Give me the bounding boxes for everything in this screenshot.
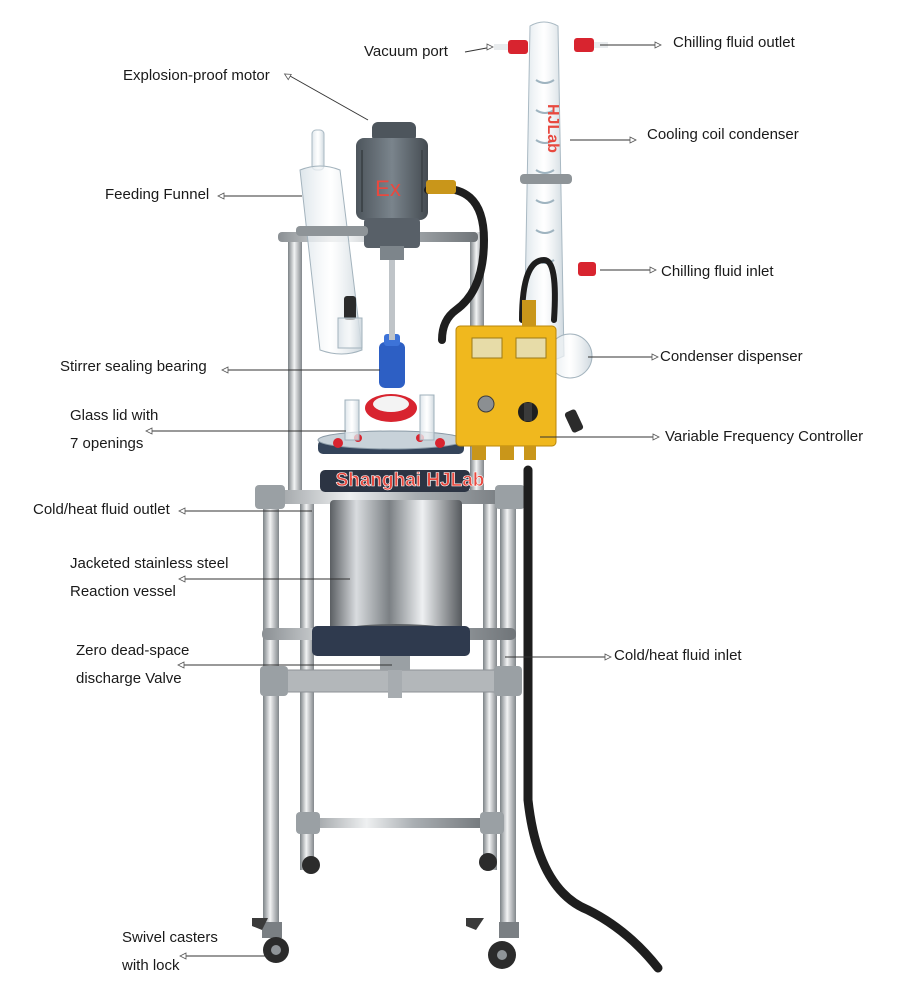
watermark-text: Shanghai HJLab [336, 470, 485, 491]
hoses [424, 184, 663, 973]
label-reaction-vessel-line2: Reaction vessel [70, 583, 176, 600]
label-discharge-valve-line1: Zero dead-space [76, 642, 190, 659]
label-discharge-valve: Zero dead-space discharge Valve [76, 637, 189, 693]
label-cold-heat-fluid-outlet: Cold/heat fluid outlet [33, 501, 170, 518]
label-swivel-casters: Swivel casters with lock [122, 924, 218, 980]
glass-lid-openings [344, 394, 435, 441]
label-glass-lid-line2: 7 openings [70, 435, 144, 452]
ex-mark: Ex [375, 176, 401, 201]
label-reaction-vessel: Jacketed stainless steel Reaction vessel [70, 550, 228, 606]
stirrer-sealing-bearing [379, 250, 405, 388]
label-glass-lid: Glass lid with 7 openings [70, 402, 158, 458]
label-vacuum-port: Vacuum port [364, 43, 448, 60]
label-glass-lid-line1: Glass lid with [70, 407, 159, 424]
label-swivel-casters-line1: Swivel casters [122, 929, 218, 946]
leader-lines [152, 44, 655, 957]
label-variable-frequency-controller: Variable Frequency Controller [665, 428, 864, 445]
label-discharge-valve-line2: discharge Valve [76, 670, 182, 687]
variable-frequency-controller [426, 180, 557, 460]
label-cold-heat-fluid-inlet: Cold/heat fluid inlet [614, 647, 742, 664]
label-stirrer-sealing-bearing: Stirrer sealing bearing [60, 358, 207, 375]
swivel-casters [252, 853, 519, 969]
label-chilling-fluid-inlet: Chilling fluid inlet [661, 263, 774, 280]
label-explosion-proof-motor: Explosion-proof motor [123, 67, 270, 84]
explosion-proof-motor: Ex [356, 122, 428, 260]
label-feeding-funnel: Feeding Funnel [105, 186, 210, 203]
label-reaction-vessel-line1: Jacketed stainless steel [70, 555, 229, 572]
leader-arrowheads [145, 41, 662, 960]
hjlab-condenser-mark: HJLab [544, 104, 561, 153]
label-chilling-fluid-outlet: Chilling fluid outlet [673, 34, 795, 51]
label-cooling-coil-condenser: Cooling coil condenser [647, 126, 799, 143]
label-condenser-dispenser: Condenser dispenser [660, 348, 803, 365]
feeding-funnel [296, 129, 368, 355]
label-swivel-casters-line2: with lock [122, 957, 180, 974]
